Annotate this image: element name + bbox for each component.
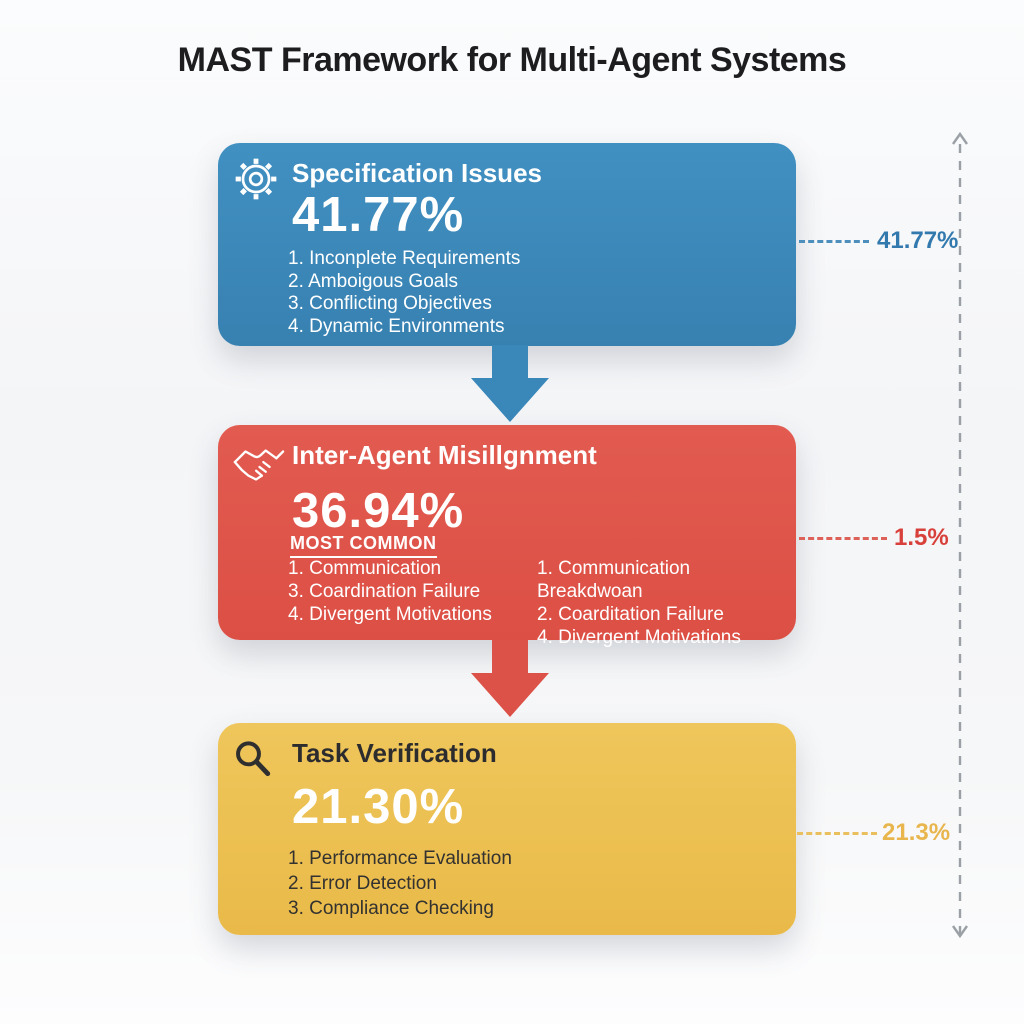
issue-list-left: 1. Communication 3. Coardination Failure… [288, 557, 492, 626]
list-item: 3. Conflicting Objectives [288, 293, 492, 314]
marker-label-verify: 21.3% [882, 819, 951, 846]
marker-label-spec: 41.77% [877, 227, 959, 254]
list-item: 4. Dynamic Environments [288, 315, 505, 337]
dashed-connector-misalign [799, 537, 887, 540]
dashed-connector-spec [799, 240, 869, 243]
list-item: 1. Performance Evaluation [288, 848, 512, 869]
card-specification-issues: Specification Issues 41.77% 1. Inconplet… [218, 143, 796, 346]
percentage-value: 21.30% [292, 780, 465, 834]
list-item: 4. Divergent Motivations [288, 604, 492, 625]
handshake-icon [232, 443, 286, 487]
list-item: 2. Error Detection [288, 873, 437, 894]
card-title: Inter-Agent Misillgnment [292, 440, 597, 470]
issue-list-right: 1. Communication Breakdwoan 2. Coarditat… [537, 557, 796, 649]
most-common-badge: MOST COMMON [290, 533, 437, 558]
list-item: 4. Divergent Motivations [537, 627, 741, 648]
list-item: 2. Amboigous Goals [288, 270, 459, 292]
vertical-dimension-line [952, 132, 968, 939]
issue-list: 1. Performance Evaluation 2. Error Detec… [288, 846, 512, 921]
card-inter-agent-misalignment: Inter-Agent Misillgnment 36.94% MOST COM… [218, 425, 796, 648]
down-arrow-red [471, 640, 549, 717]
list-item: 3. Compliance Checking [288, 898, 494, 919]
gear-icon [232, 155, 280, 203]
issue-list: 1. Inconplete Requirements 2. Amboigous … [288, 248, 520, 338]
down-arrow-blue [471, 345, 549, 422]
card-title: Specification Issues [292, 158, 542, 188]
magnifier-icon [232, 739, 276, 783]
list-item: 3. Coardination Failure [288, 581, 481, 602]
percentage-value: 36.94% [292, 484, 465, 538]
list-item: 1. Communication Breakdwoan [537, 558, 691, 602]
card-title: Task Verification [292, 738, 497, 768]
card-task-verification: Task Verification 21.30% 1. Performance … [218, 723, 796, 935]
list-item: 1. Inconplete Requirements [288, 248, 521, 269]
list-item: 2. Coarditation Failure [537, 604, 724, 625]
list-item: 1. Communication [288, 558, 442, 579]
percentage-value: 41.77% [292, 188, 465, 242]
page-title: MAST Framework for Multi-Agent Systems [177, 41, 847, 79]
dashed-connector-verify [797, 832, 877, 835]
marker-label-misalign: 1.5% [894, 524, 949, 551]
